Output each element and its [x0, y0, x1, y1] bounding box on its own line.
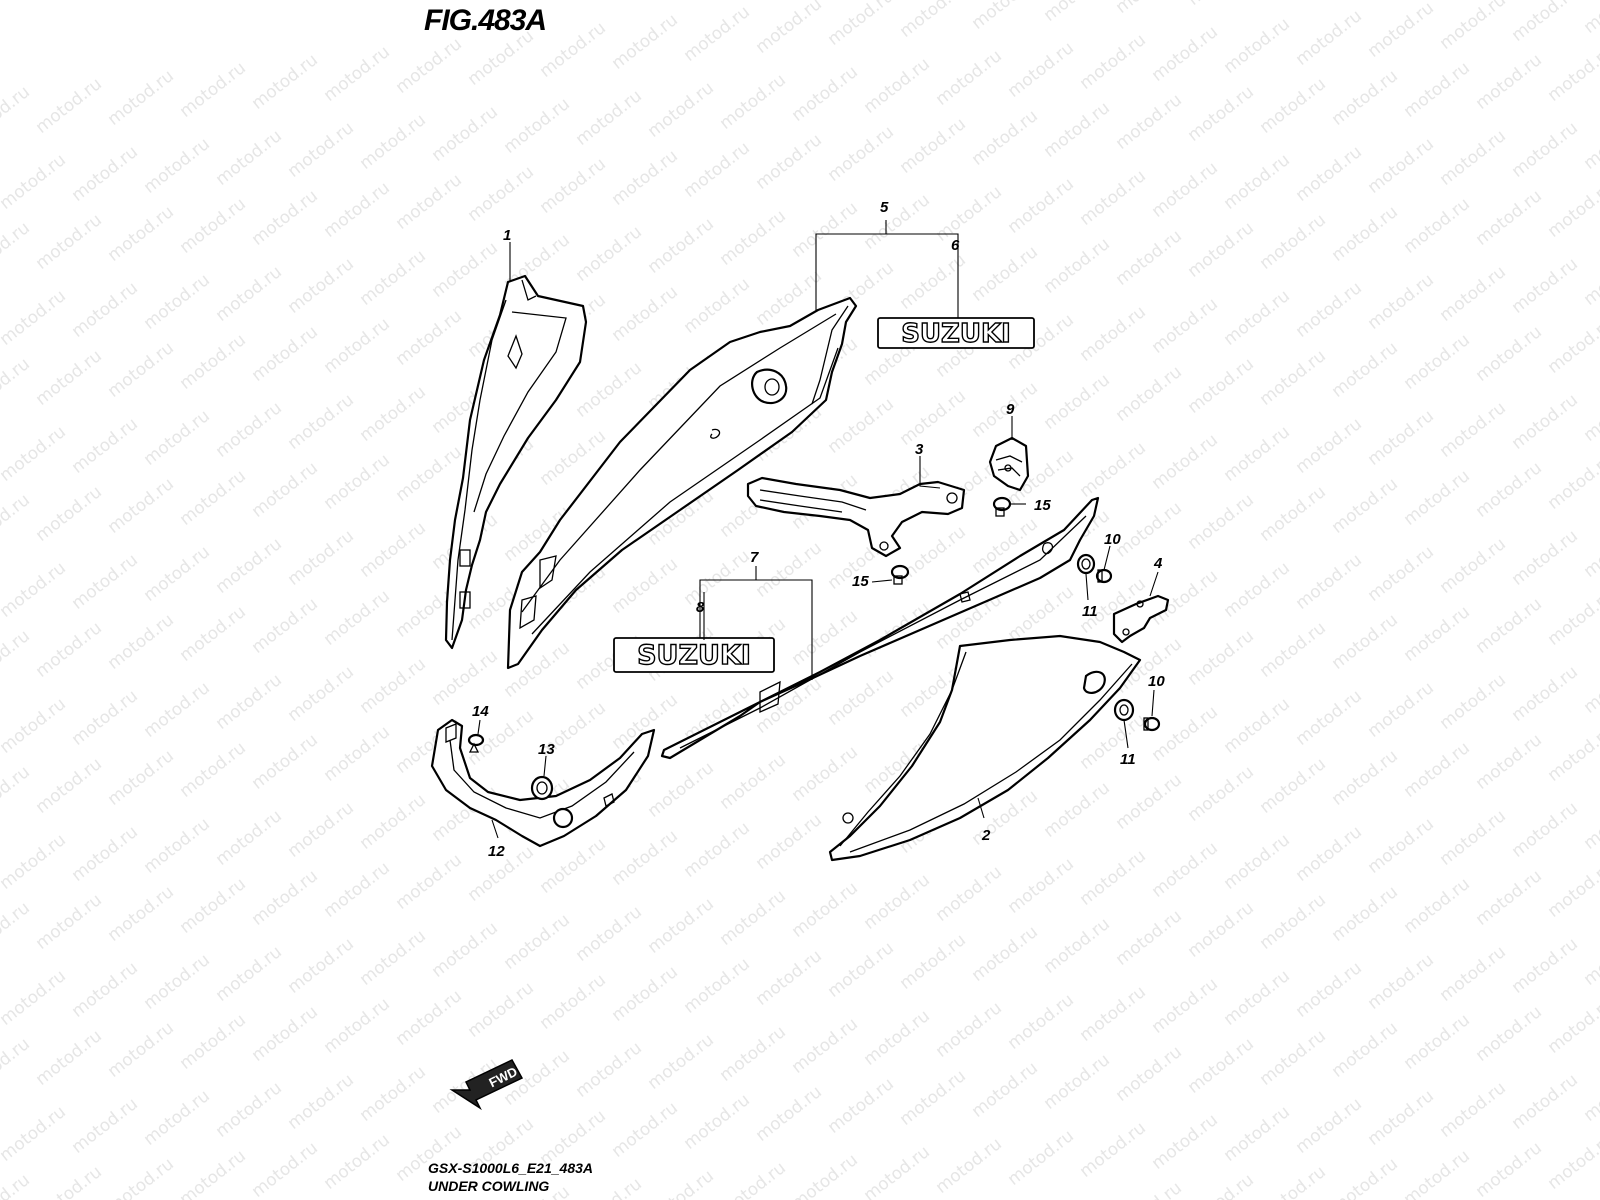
part-10-screw-lower [1143, 716, 1161, 732]
callout-2: 2 [981, 827, 991, 844]
model-code-caption: GSX-S1000L6_E21_483A [428, 1160, 593, 1176]
group-bracket-5-6 [815, 233, 959, 318]
leader-10-upper [1103, 545, 1111, 571]
callout-9: 9 [1006, 401, 1015, 418]
part-11-grommet-upper [1076, 553, 1096, 575]
part-15-bolt-upper [992, 496, 1012, 517]
emblem-8-text: SUZUKI [637, 640, 751, 671]
leader-11-lower [1123, 719, 1129, 749]
part-4-plate-bracket [1112, 594, 1170, 644]
part-1-inner-panel [444, 274, 588, 650]
part-14-screw [467, 733, 485, 753]
part-10-screw-upper [1095, 568, 1113, 584]
callout-10-upper: 10 [1104, 531, 1121, 548]
leader-11-upper [1085, 573, 1089, 601]
part-3-bracket [746, 476, 966, 558]
callout-11-lower: 11 [1120, 751, 1136, 768]
part-11-grommet-lower [1113, 698, 1135, 722]
leader-2 [977, 797, 985, 819]
emblem-6-text: SUZUKI [901, 319, 1011, 349]
callout-4: 4 [1153, 555, 1163, 572]
callout-10-lower: 10 [1148, 673, 1165, 690]
part-5-under-cowl-upper [506, 296, 858, 670]
leader-13 [543, 755, 547, 777]
part-15-bolt-lower [890, 564, 910, 585]
leader-15-lower [871, 579, 893, 583]
callout-11-upper: 11 [1082, 603, 1098, 620]
emblem-8-suzuki: SUZUKI [613, 637, 775, 673]
leader-12 [491, 819, 499, 839]
callout-1: 1 [503, 227, 511, 244]
callout-8: 8 [696, 599, 705, 616]
part-2-side-cover [828, 634, 1142, 862]
callout-12: 12 [488, 843, 505, 860]
callout-5: 5 [880, 199, 889, 216]
callout-6: 6 [951, 237, 960, 254]
leader-14 [477, 719, 481, 735]
part-9-small-bracket [988, 436, 1030, 492]
callout-15-lower: 15 [852, 573, 869, 590]
figure-title: FIG.483A [424, 4, 547, 37]
part-12-front-bracket [430, 718, 656, 848]
leader-10-lower [1151, 689, 1155, 717]
part-13-grommet [530, 775, 554, 801]
leader-3 [919, 456, 941, 489]
leader-4 [1149, 571, 1159, 597]
callout-15-upper: 15 [1034, 497, 1051, 514]
callout-14: 14 [472, 703, 489, 720]
section-name-caption: UNDER COWLING [428, 1178, 550, 1194]
part-7-under-cowl-lower [660, 496, 1100, 760]
callout-3: 3 [915, 441, 924, 458]
callout-13: 13 [538, 741, 555, 758]
emblem-6-suzuki: SUZUKI [877, 317, 1035, 350]
callout-7: 7 [750, 549, 759, 566]
fwd-arrow-icon: FWD [449, 1059, 524, 1111]
